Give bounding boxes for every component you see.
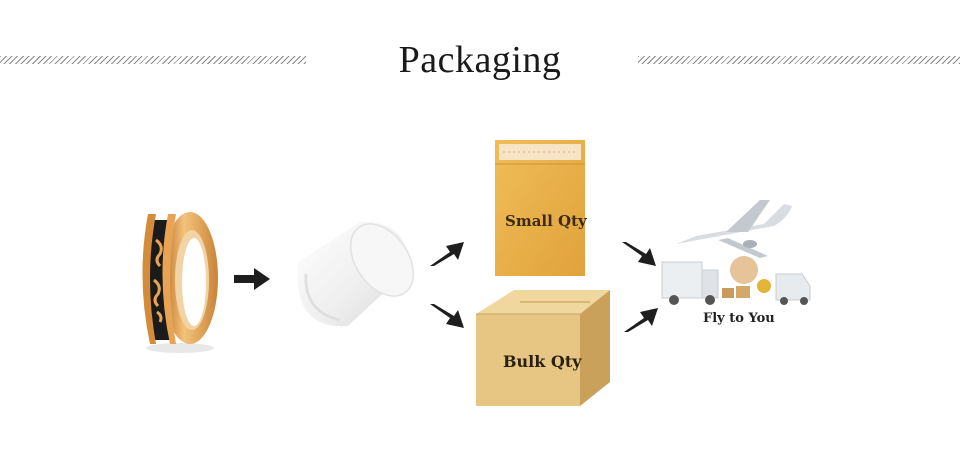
- globe-icon: [730, 256, 758, 284]
- small-qty-label: Small Qty: [505, 212, 587, 230]
- shipping-illustration: [661, 200, 811, 305]
- parcel-icon: [757, 279, 771, 293]
- foam-roll-icon: [297, 221, 415, 327]
- fly-to-you-label: Fly to You: [703, 311, 775, 326]
- van-icon: [775, 273, 811, 305]
- arrow-icon: [622, 242, 656, 266]
- parcel-icon: [722, 288, 734, 298]
- arrow-icon: [234, 268, 270, 290]
- arrow-icon: [430, 304, 464, 328]
- airplane-icon: [676, 200, 792, 258]
- arrow-icon: [624, 308, 658, 332]
- gold-ring-icon: [142, 212, 218, 353]
- decorative-line-left: [0, 56, 306, 64]
- truck-icon: [661, 261, 719, 305]
- padded-envelope-icon: [495, 140, 585, 276]
- parcel-icon: [736, 286, 750, 298]
- decorative-line-right: [638, 56, 960, 64]
- page-title: Packaging: [398, 39, 562, 81]
- arrow-icon: [430, 242, 464, 266]
- carton-box-icon: [476, 290, 610, 406]
- bulk-qty-label: Bulk Qty: [503, 352, 582, 371]
